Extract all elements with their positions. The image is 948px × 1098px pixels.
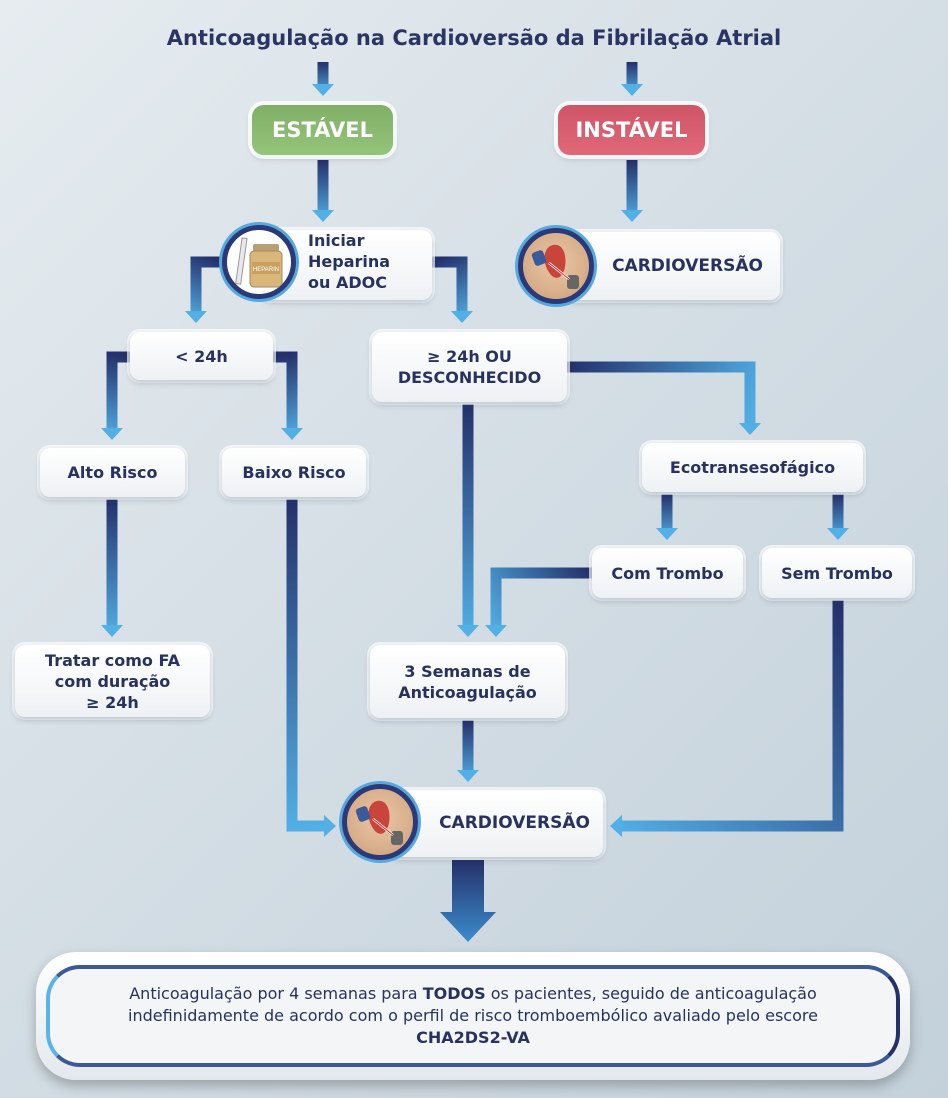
- tee-node: Ecotransesofágico: [642, 443, 863, 492]
- arrow-with-threeweeks: [490, 567, 592, 625]
- page-title: Anticoagulação na Cardioversão da Fibril…: [166, 26, 782, 50]
- arrow-less24-high: [106, 351, 130, 428]
- heparin-line3: ou ADOC: [308, 273, 387, 292]
- arrow-more24-tee: [567, 361, 756, 423]
- more-24h-line1: ≥ 24h OU: [427, 347, 512, 366]
- treat-as-line1: Tratar como FA: [45, 650, 180, 670]
- cardioversion-top-label: CARDIOVERSÃO: [612, 255, 763, 276]
- treat-as-line3: ≥ 24h: [86, 692, 139, 712]
- heparin-icon: HEPARIN: [222, 225, 296, 299]
- heparin-node: Iniciar Heparina ou ADOC: [262, 230, 432, 300]
- arrow-less24-low-head: [281, 428, 303, 440]
- arrow-with-threeweeks-head: [485, 625, 507, 637]
- with-thrombus-label: Com Trombo: [611, 563, 724, 583]
- footer-text: Anticoagulação por 4 semanas para TODOS …: [110, 983, 836, 1049]
- unstable-label: INSTÁVEL: [575, 118, 688, 142]
- arrow-stable-heparin-head: [312, 210, 334, 222]
- without-thrombus-label: Sem Trombo: [781, 563, 893, 583]
- unstable-node: INSTÁVEL: [558, 105, 705, 155]
- three-weeks-line2: Anticoagulação: [398, 682, 537, 702]
- cardioversion-bottom-icon: [342, 784, 418, 860]
- low-risk-label: Baixo Risco: [242, 463, 346, 482]
- stable-node: ESTÁVEL: [252, 105, 393, 155]
- arrow-low-cardioversion-head: [324, 815, 336, 837]
- footer-note: Anticoagulação por 4 semanas para TODOS …: [46, 965, 900, 1067]
- footer-bold2: CHA2DS2-VA: [416, 1028, 530, 1047]
- treat-as-node: Tratar como FA com duração ≥ 24h: [15, 645, 210, 717]
- arrow-tee-without-head: [827, 528, 849, 540]
- footer-part2: os pacientes, seguido de anticoagulação …: [128, 984, 818, 1025]
- cardioversion-top-node: CARDIOVERSÃO: [565, 232, 780, 300]
- high-risk-label: Alto Risco: [67, 463, 158, 482]
- cardioversion-bottom-label: CARDIOVERSÃO: [439, 813, 590, 833]
- heart-defibrillator-icon: [531, 244, 579, 289]
- heart-defibrillator-icon: [355, 800, 403, 845]
- arrow-less24-low: [273, 351, 298, 428]
- arrow-title-stable-head: [312, 84, 334, 96]
- three-weeks-node: 3 Semanas de Anticoagulação: [370, 645, 565, 718]
- less-24h-node: < 24h: [130, 332, 273, 380]
- heparin-line2: Heparina: [308, 252, 391, 271]
- arrow-heparin-less24-head: [185, 311, 207, 323]
- arrow-without-cardioversion-head: [610, 815, 622, 837]
- arrow-heparin-more24: [432, 256, 468, 311]
- low-risk-node: Baixo Risco: [222, 448, 366, 497]
- syringe-vial-icon: HEPARIN: [235, 237, 283, 288]
- cardioversion-bottom-node: CARDIOVERSÃO: [390, 790, 603, 857]
- footer-part1: Anticoagulação por 4 semanas para: [129, 984, 423, 1003]
- with-thrombus-node: Com Trombo: [592, 548, 743, 598]
- arrow-cardioversion-footer: [440, 860, 496, 942]
- heparin-line1: Iniciar: [308, 231, 365, 250]
- arrow-more24-threeweeks-head: [457, 625, 479, 637]
- without-thrombus-node: Sem Trombo: [762, 548, 912, 598]
- arrow-unstable-cardioversion-head: [621, 210, 643, 222]
- less-24h-label: < 24h: [175, 346, 228, 366]
- footer-bold1: TODOS: [422, 984, 486, 1003]
- high-risk-node: Alto Risco: [40, 448, 185, 497]
- tee-label: Ecotransesofágico: [669, 458, 836, 477]
- arrow-heparin-less24: [190, 256, 222, 311]
- treat-as-line2: com duração: [54, 671, 171, 691]
- arrow-low-cardioversion: [286, 499, 324, 832]
- arrow-without-cardioversion: [622, 600, 844, 832]
- heparin-vial-label: HEPARIN: [253, 267, 279, 273]
- arrow-title-unstable-head: [621, 84, 643, 96]
- more-24h-node: ≥ 24h OU DESCONHECIDO: [372, 332, 567, 402]
- cardioversion-top-icon: [518, 228, 594, 304]
- arrow-less24-high-head: [101, 428, 123, 440]
- stable-label: ESTÁVEL: [272, 118, 373, 142]
- arrow-high-treat-head: [101, 625, 123, 637]
- three-weeks-line1: 3 Semanas de: [404, 661, 531, 681]
- more-24h-line2: DESCONHECIDO: [397, 368, 542, 387]
- arrow-more24-tee-head: [739, 423, 761, 435]
- arrow-tee-with-head: [656, 528, 678, 540]
- arrow-heparin-more24-head: [451, 311, 473, 323]
- arrow-threeweeks-cardioversion-head: [457, 770, 479, 782]
